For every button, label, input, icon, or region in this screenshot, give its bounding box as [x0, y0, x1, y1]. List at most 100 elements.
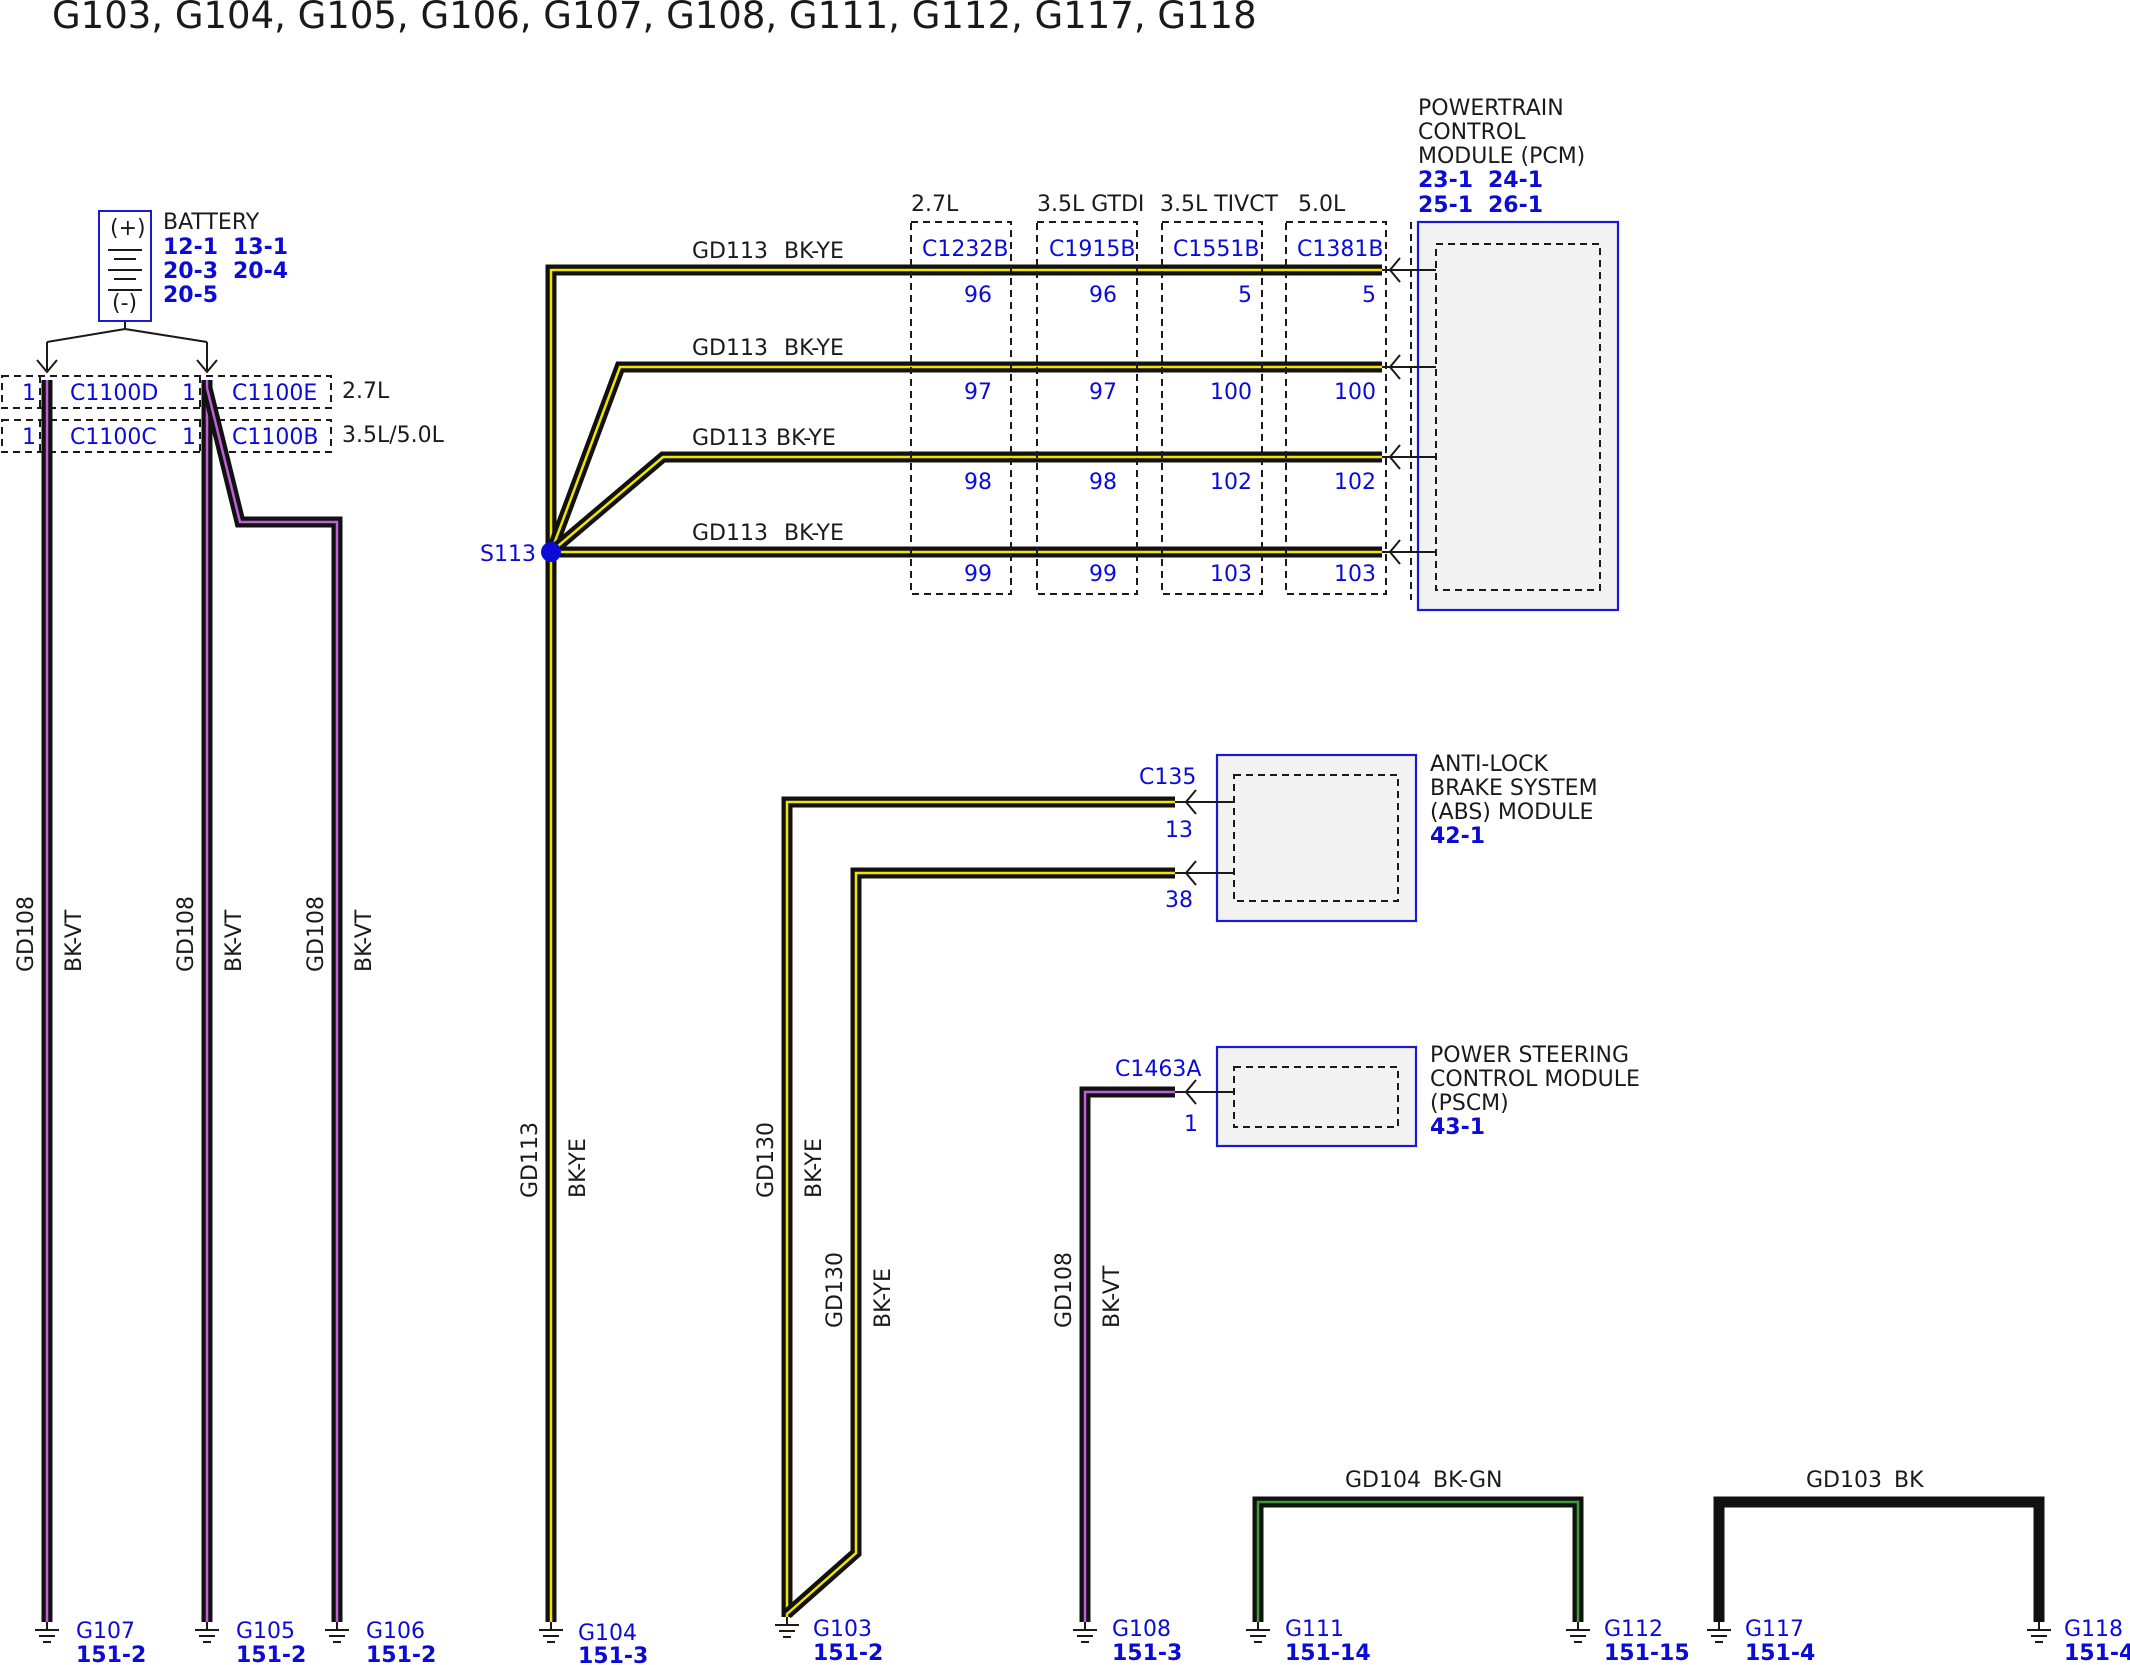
pin-number: 99	[1089, 562, 1117, 587]
wire-circuit-label: GD108	[174, 896, 199, 972]
ground-ref[interactable]: 151-4	[1745, 1641, 1815, 1665]
pscm-ref[interactable]: 43-1	[1430, 1115, 1485, 1140]
pcm-ref[interactable]: 23-1	[1418, 168, 1473, 193]
wire-gd108-g106[interactable]	[201, 386, 343, 1622]
pin-number: 96	[964, 283, 992, 308]
pin-number: 96	[1089, 283, 1117, 308]
c1100-connectors	[1, 375, 332, 453]
wire-color-label: BK-YE	[802, 1138, 827, 1198]
pcm-ref[interactable]: 25-1	[1418, 193, 1473, 218]
wire-circuit-label: GD108	[14, 896, 39, 972]
pscm-name: (PSCM)	[1430, 1091, 1509, 1116]
pin-number: 102	[1334, 470, 1376, 495]
ground-name[interactable]: G106	[366, 1619, 425, 1644]
pcm-pin-numbers: 96 96 5 5 97 97 100 100 98 98 102 102 99…	[964, 283, 1376, 587]
pscm-name: CONTROL MODULE	[1430, 1067, 1640, 1092]
splice-label: S113	[480, 542, 536, 567]
wire-gd113-pcm-98[interactable]	[547, 451, 1382, 557]
pcm-name: MODULE (PCM)	[1418, 144, 1585, 169]
pcm-module[interactable]	[1416, 220, 1620, 612]
pin-number: 97	[964, 380, 992, 405]
ground-name[interactable]: G111	[1285, 1617, 1344, 1642]
battery-ref[interactable]: 13-1	[233, 235, 288, 260]
wire-circuit-label: GD113	[692, 239, 768, 264]
pin-number: 97	[1089, 380, 1117, 405]
abs-ref[interactable]: 42-1	[1430, 824, 1485, 849]
wire-gd108-g108[interactable]	[1079, 1086, 1175, 1622]
ground-name[interactable]: G105	[236, 1619, 295, 1644]
variant-label: 3.5L/5.0L	[342, 423, 445, 448]
pcm-name: CONTROL	[1418, 120, 1526, 145]
connector-c135[interactable]: C135	[1139, 765, 1196, 790]
pcm-ref[interactable]: 26-1	[1488, 193, 1543, 218]
connector-c1551b[interactable]: C1551B	[1173, 237, 1259, 262]
wire-color-label: BK-GN	[1433, 1468, 1502, 1493]
ground-name[interactable]: G117	[1745, 1617, 1804, 1642]
variant-label: 2.7L	[342, 379, 390, 404]
pscm-module[interactable]	[1215, 1045, 1418, 1148]
abs-name: ANTI-LOCK	[1430, 752, 1549, 777]
connector-c1100e[interactable]: C1100E	[232, 381, 317, 406]
connector-c1100d[interactable]: C1100D	[70, 381, 158, 406]
connector-c1100b[interactable]: C1100B	[232, 425, 318, 450]
ground-name[interactable]: G103	[813, 1617, 872, 1642]
connector-c1915b[interactable]: C1915B	[1049, 237, 1135, 262]
ground-ref[interactable]: 151-2	[236, 1643, 306, 1665]
wire-color-label: BK-VT	[62, 909, 87, 972]
battery-symbol: (+) (-)	[98, 210, 152, 322]
wire-circuit-label: GD130	[823, 1252, 848, 1328]
ground-icon	[325, 1622, 349, 1643]
pin-number: 103	[1210, 562, 1252, 587]
battery-ref[interactable]: 20-3	[163, 259, 218, 284]
ground-name[interactable]: G118	[2064, 1617, 2123, 1642]
wire-gd130-abs-38[interactable]	[783, 867, 1175, 1619]
splice-s113[interactable]	[541, 542, 561, 562]
connector-c1100c[interactable]: C1100C	[70, 425, 157, 450]
abs-terminal-arrows	[1175, 789, 1234, 886]
pin-number: 103	[1334, 562, 1376, 587]
wire-gd104[interactable]	[1252, 1496, 1584, 1622]
wire-color-label: BK-YE	[784, 521, 844, 546]
pcm-ref[interactable]: 24-1	[1488, 168, 1543, 193]
ground-ref[interactable]: 151-15	[1604, 1641, 1690, 1665]
ground-ref[interactable]: 151-2	[366, 1643, 436, 1665]
ground-ref[interactable]: 151-14	[1285, 1641, 1371, 1665]
variant-label: 2.7L	[911, 192, 959, 217]
ground-name[interactable]: G108	[1112, 1617, 1171, 1642]
wire-color-label: BK-YE	[566, 1138, 591, 1198]
ground-name[interactable]: G112	[1604, 1617, 1663, 1642]
wire-color-label: BK-VT	[1100, 1265, 1125, 1328]
battery-ref[interactable]: 20-4	[233, 259, 288, 284]
wire-color-label: BK-VT	[352, 909, 377, 972]
connector-c1463a[interactable]: C1463A	[1115, 1057, 1201, 1082]
ground-ref[interactable]: 151-4	[2064, 1641, 2130, 1665]
ground-name[interactable]: G104	[578, 1621, 637, 1646]
abs-module[interactable]	[1215, 753, 1418, 923]
connector-c1381b[interactable]: C1381B	[1297, 237, 1383, 262]
ground-ref[interactable]: 151-2	[76, 1643, 146, 1665]
page-title: G103, G104, G105, G106, G107, G108, G111…	[52, 0, 1257, 37]
pin-number: 98	[964, 470, 992, 495]
wire-circuit-label: GD108	[304, 896, 329, 972]
pcm-connector-boxes	[910, 221, 1387, 595]
wire-gd130-abs-13[interactable]	[781, 796, 1175, 1617]
battery-ref[interactable]: 12-1	[163, 235, 218, 260]
ground-ref[interactable]: 151-3	[1112, 1641, 1182, 1665]
pin-number: 102	[1210, 470, 1252, 495]
battery-ref[interactable]: 20-5	[163, 283, 218, 308]
wire-color-label: BK-YE	[784, 336, 844, 361]
ground-icon	[1073, 1622, 1097, 1643]
wire-color-label: BK-YE	[784, 239, 844, 264]
ground-ref[interactable]: 151-3	[578, 1644, 648, 1665]
wire-gd103[interactable]	[1713, 1496, 2045, 1622]
ground-ref[interactable]: 151-2	[813, 1641, 883, 1665]
connector-c1232b[interactable]: C1232B	[922, 237, 1008, 262]
wire-circuit-label: GD108	[1052, 1252, 1077, 1328]
ground-name[interactable]: G107	[76, 1619, 135, 1644]
abs-name: (ABS) MODULE	[1430, 800, 1593, 825]
pin-number: 100	[1334, 380, 1376, 405]
wire-gd113-g104[interactable]	[545, 264, 1382, 1622]
wire-gd113-pcm-97[interactable]	[545, 361, 1382, 554]
connector-pin: 1	[22, 381, 36, 406]
wire-color-label: BK-YE	[776, 426, 836, 451]
